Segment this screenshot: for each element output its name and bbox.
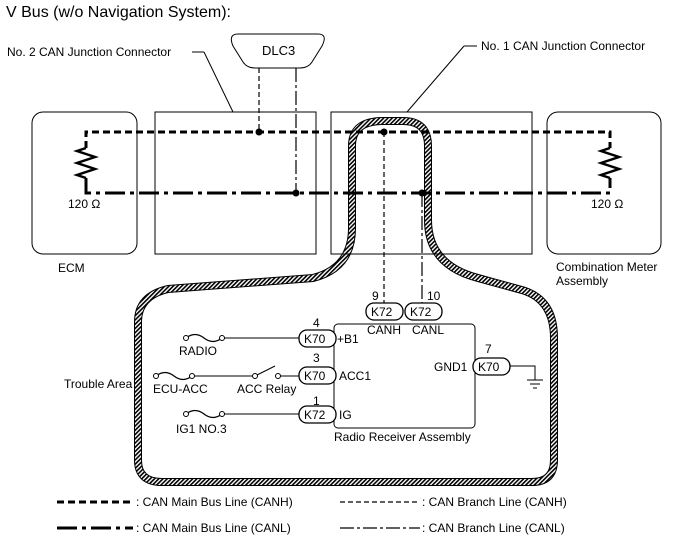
- b1-pin-label: +B1: [337, 332, 359, 346]
- junction-connector-1-label: No. 1 CAN Junction Connector: [481, 39, 645, 53]
- acc1-pin-number: 3: [313, 351, 320, 365]
- junction-connector-2-box: [154, 111, 317, 255]
- legend-branch-canl-label: : CAN Branch Line (CANL): [422, 521, 565, 535]
- ecm-box: [31, 111, 138, 255]
- canl-pin-number: 10: [427, 289, 441, 303]
- ecm-terminating-resistor: [73, 146, 99, 180]
- legend-main-canl-label: : CAN Main Bus Line (CANL): [136, 521, 291, 535]
- ig-pin-label: IG: [339, 408, 352, 422]
- canl-connector-id: K72: [410, 305, 432, 319]
- b1-connector-id: K70: [304, 332, 326, 346]
- combination-meter-box: [546, 111, 662, 255]
- ig-connector-id: K72: [304, 408, 326, 422]
- radio-fuse-label: RADIO: [179, 344, 217, 358]
- dlc3-label: DLC3: [262, 43, 295, 58]
- dlc-canh-splice: [255, 128, 263, 136]
- junction-connector-1-box: [330, 111, 533, 255]
- junction-connector-2-label: No. 2 CAN Junction Connector: [7, 45, 171, 59]
- acc1-pin-label: ACC1: [339, 369, 371, 383]
- trouble-area-label: Trouble Area: [64, 377, 133, 391]
- ig1-fuse: [185, 409, 223, 419]
- diagram-title: V Bus (w/o Navigation System):: [6, 4, 231, 21]
- can-main-bus-canh: [84, 130, 612, 148]
- b1-pin-number: 4: [313, 316, 320, 330]
- canh-connector-id: K72: [371, 305, 393, 319]
- radio-receiver-label: Radio Receiver Assembly: [334, 430, 471, 444]
- canh-connector: [365, 302, 404, 321]
- ig1-fuse-label: IG1 NO.3: [176, 422, 227, 436]
- ecm-label: ECM: [58, 261, 85, 275]
- ig-pin-number: 1: [313, 394, 320, 408]
- dlc-canl-splice: [292, 189, 300, 197]
- combination-meter-label: Combination Meter: [556, 260, 657, 274]
- ground-symbol: [527, 379, 543, 389]
- acc-relay-label: ACC Relay: [237, 382, 296, 396]
- ground-wire: [510, 365, 536, 380]
- acc-relay-contact: [254, 365, 276, 377]
- combination-meter-label-2: Assembly: [556, 274, 608, 288]
- canh-pin-number: 9: [372, 289, 379, 303]
- legend-main-canh-label: : CAN Main Bus Line (CANH): [136, 495, 293, 509]
- ecu-acc-fuse-label: ECU-ACC: [153, 382, 208, 396]
- radio-fuse: [185, 333, 223, 343]
- dlc3-connector: [230, 33, 325, 69]
- canl-connector: [404, 302, 443, 321]
- meter-terminating-resistor: [597, 146, 623, 180]
- gnd1-pin-number: 7: [485, 342, 492, 356]
- acc1-connector-id: K70: [304, 369, 326, 383]
- legend-branch-canh-label: : CAN Branch Line (CANH): [422, 495, 567, 509]
- meter-resistor-value: 120 Ω: [591, 197, 623, 211]
- canl-pin-label: CANL: [412, 323, 444, 337]
- ecm-resistor-value: 120 Ω: [68, 197, 100, 211]
- gnd1-pin-label: GND1: [434, 360, 468, 374]
- ecu-acc-fuse: [155, 371, 193, 381]
- gnd1-connector-id: K70: [478, 360, 500, 374]
- canh-pin-label: CANH: [367, 323, 401, 337]
- can-main-bus-canl: [84, 178, 612, 195]
